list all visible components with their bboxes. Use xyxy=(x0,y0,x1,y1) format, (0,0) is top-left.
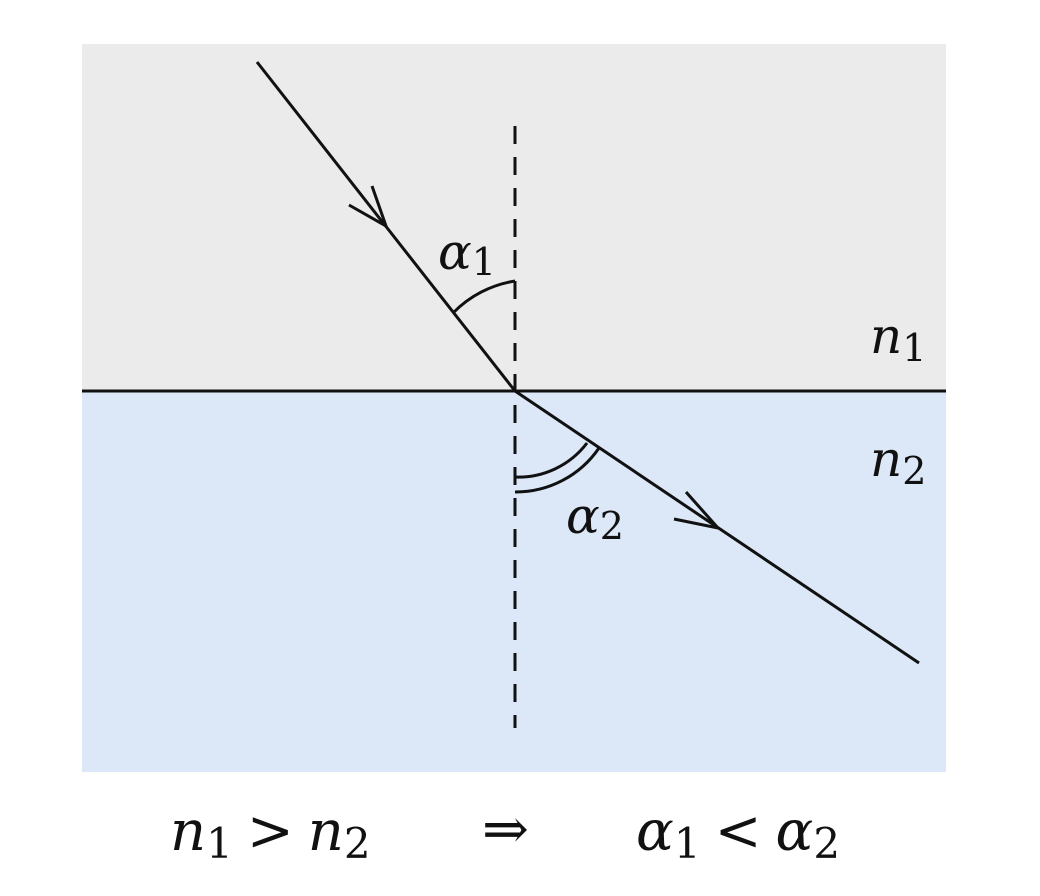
label-alpha1: α1 xyxy=(438,223,496,284)
angle-alpha2-arc-inner xyxy=(514,442,589,479)
formula-implies: ⇒ xyxy=(482,797,529,862)
medium-n1-region xyxy=(82,44,946,391)
incident-ray-arrow xyxy=(348,185,389,230)
angle-alpha1-arc xyxy=(451,279,516,315)
formula-left: n1>n2 xyxy=(170,799,371,868)
angle-alpha2-arc-outer xyxy=(514,447,601,494)
medium-n2-region xyxy=(82,391,946,772)
label-n2: n2 xyxy=(870,430,926,493)
formula: n1>n2 ⇒ α1<α2 xyxy=(170,797,840,868)
refracted-ray-arrow xyxy=(673,491,723,531)
label-n1: n1 xyxy=(870,307,926,370)
formula-right: α1<α2 xyxy=(636,799,840,868)
label-alpha2: α2 xyxy=(566,487,624,548)
